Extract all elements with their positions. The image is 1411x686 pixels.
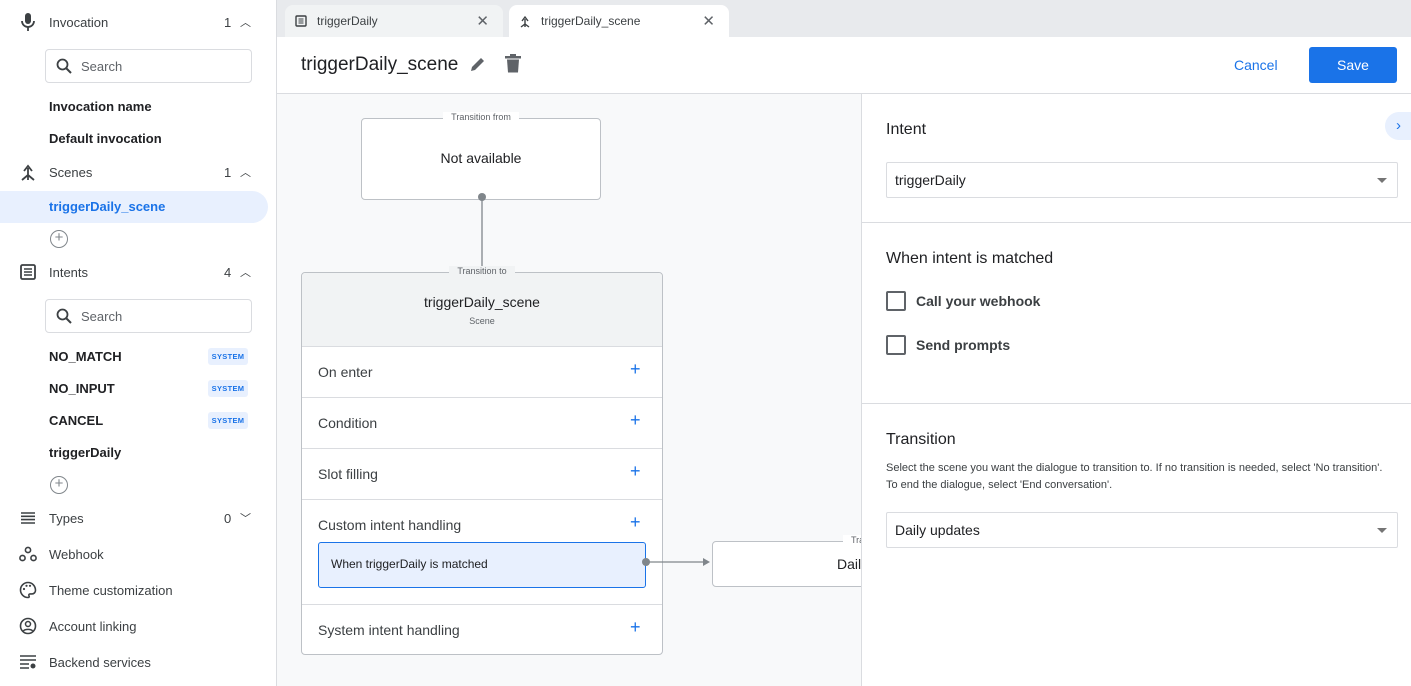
sidebar-section-types[interactable]: Types 0 ﹀ [0, 503, 276, 533]
call-webhook-checkbox[interactable]: Call your webhook [886, 291, 1040, 311]
intent-handler-chip[interactable]: When triggerDaily is matched [318, 542, 646, 588]
sidebar-item-theme-customization[interactable]: Theme customization [0, 575, 276, 605]
save-button[interactable]: Save [1309, 47, 1397, 83]
intent-icon [295, 15, 307, 27]
dropdown-arrow-icon [1377, 178, 1387, 183]
custom-intent-handling-row: Custom intent handling+ When triggerDail… [302, 499, 662, 604]
sidebar-item-invocation-name[interactable]: Invocation name [49, 99, 152, 114]
sidebar-item-account-linking[interactable]: Account linking [0, 611, 276, 641]
system-badge: SYSTEM [208, 412, 248, 429]
search-icon [56, 58, 72, 74]
intents-search-input[interactable]: Search [45, 299, 252, 333]
sidebar: Invocation 1 ︿ Search Invocation name De… [0, 0, 277, 686]
add-intent-icon[interactable]: + [50, 476, 68, 494]
close-tab-icon[interactable]: ✕ [702, 13, 715, 30]
invocation-search-input[interactable]: Search [45, 49, 252, 83]
transition-from-node: Transition from Not available [361, 112, 601, 200]
node-legend: Transition to [449, 266, 515, 276]
edit-pencil-icon[interactable] [469, 55, 487, 78]
transition-title: Transition [886, 431, 956, 448]
tab-triggerdaily[interactable]: triggerDaily ✕ [285, 5, 503, 37]
scene-name: triggerDaily_scene [424, 294, 540, 310]
chevron-up-icon[interactable]: ︿ [240, 17, 251, 29]
sidebar-section-invocation[interactable]: Invocation 1 ︿ [0, 7, 276, 37]
system-badge: SYSTEM [208, 348, 248, 365]
connector-arrow [642, 558, 710, 566]
scene-merge-icon [18, 162, 38, 182]
scene-header: triggerDaily_scene Cancel Save [277, 37, 1411, 94]
scene-type: Scene [469, 316, 495, 326]
node-legend: Transition to [843, 535, 861, 545]
collapse-panel-chevron-icon[interactable]: › [1385, 112, 1411, 140]
sidebar-item-backend-services[interactable]: Backend services [0, 647, 276, 677]
transition-target-node[interactable]: Transition to Daily updates [712, 535, 861, 587]
sidebar-item-intent[interactable]: triggerDaily [49, 445, 122, 460]
sidebar-item-intent[interactable]: NO_INPUT [49, 381, 115, 396]
on-enter-row[interactable]: On enter+ [302, 346, 662, 397]
chevron-up-icon[interactable]: ︿ [240, 267, 251, 279]
transition-from-value: Not available [440, 150, 522, 166]
delete-trash-icon[interactable] [505, 54, 521, 78]
add-scene-icon[interactable]: + [50, 230, 68, 248]
add-plus-icon[interactable]: + [630, 461, 641, 481]
tab-triggerdaily-scene[interactable]: triggerDaily_scene ✕ [509, 5, 729, 37]
slot-filling-row[interactable]: Slot filling+ [302, 448, 662, 499]
dropdown-arrow-icon [1377, 528, 1387, 533]
intent-title: Intent [886, 121, 927, 138]
scene-node: Transition to triggerDaily_scene Scene O… [301, 266, 663, 655]
when-matched-title: When intent is matched [886, 250, 1054, 267]
sidebar-item-selected-bg [0, 191, 268, 223]
microphone-icon [18, 12, 38, 32]
send-prompts-checkbox[interactable]: Send prompts [886, 335, 1010, 355]
intent-dropdown[interactable]: triggerDaily [886, 162, 1398, 198]
chevron-down-icon[interactable]: ﹀ [240, 513, 251, 525]
condition-row[interactable]: Condition+ [302, 397, 662, 448]
sidebar-section-scenes[interactable]: Scenes 1 ︿ [0, 157, 276, 187]
cancel-button[interactable]: Cancel [1234, 57, 1278, 73]
intent-list-icon [18, 262, 38, 282]
sidebar-item-intent[interactable]: NO_MATCH [49, 349, 122, 364]
page-title: triggerDaily_scene [301, 54, 459, 75]
scene-canvas: Transition from Not available Transition… [277, 94, 861, 686]
account-circle-icon [18, 616, 38, 636]
sidebar-section-intents[interactable]: Intents 4 ︿ [0, 257, 276, 287]
backend-settings-icon [18, 652, 38, 672]
search-icon [56, 308, 72, 324]
types-list-icon [18, 508, 38, 528]
node-legend: Transition from [443, 112, 519, 122]
add-plus-icon[interactable]: + [630, 617, 641, 637]
add-plus-icon[interactable]: + [630, 359, 641, 379]
tab-bar: triggerDaily ✕ triggerDaily_scene ✕ [277, 0, 1411, 37]
add-plus-icon[interactable]: + [630, 512, 641, 532]
sidebar-item-webhook[interactable]: Webhook [0, 539, 276, 569]
add-plus-icon[interactable]: + [630, 410, 641, 430]
sidebar-item-default-invocation[interactable]: Default invocation [49, 131, 162, 146]
palette-icon [18, 580, 38, 600]
webhook-icon [18, 544, 38, 564]
system-intent-handling-row[interactable]: System intent handling+ [302, 604, 662, 655]
sidebar-item-triggerdaily-scene[interactable]: triggerDaily_scene [49, 199, 166, 214]
sidebar-item-intent[interactable]: CANCEL [49, 413, 104, 428]
transition-description: Select the scene you want the dialogue t… [886, 462, 1383, 491]
scene-icon [519, 15, 531, 28]
intent-handler-panel: › Intent triggerDaily When intent is mat… [861, 94, 1411, 686]
chevron-up-icon[interactable]: ︿ [240, 167, 251, 179]
system-badge: SYSTEM [208, 380, 248, 397]
transition-dropdown[interactable]: Daily updates [886, 512, 1398, 548]
transition-target-value: Daily updates [837, 556, 861, 572]
close-tab-icon[interactable]: ✕ [476, 13, 489, 30]
